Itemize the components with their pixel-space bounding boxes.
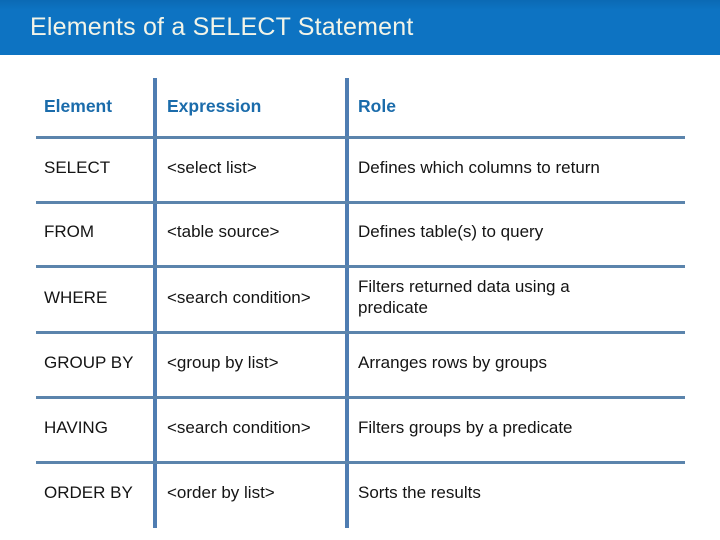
cell-element: FROM bbox=[44, 222, 95, 242]
cell-element: GROUP BY bbox=[44, 353, 134, 373]
row-divider bbox=[36, 461, 685, 464]
table-header-row: Element Expression Role bbox=[36, 78, 685, 136]
table-row-having: HAVING <search condition> Filters groups… bbox=[36, 396, 685, 461]
cell-expression: <select list> bbox=[167, 157, 257, 177]
row-divider bbox=[36, 136, 685, 139]
cell-role: Filters returned data using a predicate bbox=[358, 277, 570, 317]
cell-element: WHERE bbox=[44, 287, 108, 307]
table-row-order-by: ORDER BY <order by list> Sorts the resul… bbox=[36, 461, 685, 526]
column-divider bbox=[153, 78, 157, 528]
table-row-select: SELECT <select list> Defines which colum… bbox=[36, 136, 685, 200]
cell-expression: <order by list> bbox=[167, 483, 275, 503]
cell-expression: <search condition> bbox=[167, 418, 311, 438]
title-bar: Elements of a SELECT Statement bbox=[0, 0, 720, 55]
cell-role: Arranges rows by groups bbox=[358, 353, 547, 373]
row-divider bbox=[36, 396, 685, 399]
cell-role: Sorts the results bbox=[358, 483, 481, 503]
table-row-from: FROM <table source> Defines table(s) to … bbox=[36, 200, 685, 265]
cell-element: HAVING bbox=[44, 418, 108, 438]
cell-role: Defines table(s) to query bbox=[358, 222, 544, 242]
cell-element: SELECT bbox=[44, 157, 111, 177]
header-cell-role: Role bbox=[358, 96, 396, 117]
row-divider bbox=[36, 265, 685, 268]
header-cell-element: Element bbox=[44, 96, 113, 117]
cell-expression: <group by list> bbox=[167, 353, 279, 373]
header-cell-expression: Expression bbox=[167, 96, 262, 117]
cell-role: Defines which columns to return bbox=[358, 157, 600, 177]
column-divider bbox=[345, 78, 349, 528]
select-elements-table: Element Expression Role SELECT <select l… bbox=[36, 78, 685, 528]
cell-element: ORDER BY bbox=[44, 483, 133, 503]
cell-role: Filters groups by a predicate bbox=[358, 418, 573, 438]
page-title: Elements of a SELECT Statement bbox=[30, 13, 414, 41]
table-row-where: WHERE <search condition> Filters returne… bbox=[36, 265, 685, 331]
cell-expression: <search condition> bbox=[167, 287, 311, 307]
row-divider bbox=[36, 201, 685, 204]
row-divider bbox=[36, 331, 685, 334]
table-row-group-by: GROUP BY <group by list> Arranges rows b… bbox=[36, 331, 685, 396]
cell-expression: <table source> bbox=[167, 222, 280, 242]
